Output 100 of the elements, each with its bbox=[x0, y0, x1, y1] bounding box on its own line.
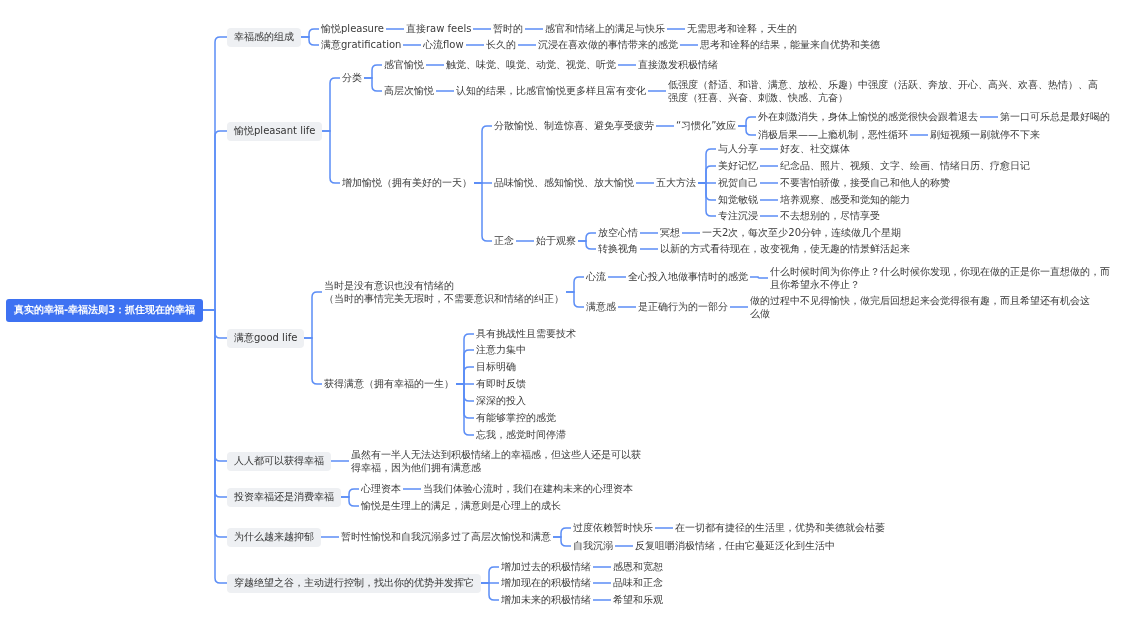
subtopic-label: 刷短视频一刷就停不下来 bbox=[928, 129, 1042, 142]
subtopic-label: 外在刺激消失，身体上愉悦的感觉很快会跟着退去 bbox=[756, 111, 980, 124]
connector-line bbox=[617, 64, 637, 66]
subtopic-label: 有即时反馈 bbox=[474, 378, 528, 391]
connector-line bbox=[647, 90, 667, 92]
connector-line bbox=[402, 44, 422, 46]
connector-line bbox=[697, 182, 717, 217]
connector-line bbox=[473, 182, 493, 242]
connector-line bbox=[679, 44, 699, 46]
subtopic-label: 在一切都有捷径的生活里，优势和美德就会枯萎 bbox=[673, 522, 887, 535]
topic-box: 人人都可以获得幸福 bbox=[227, 452, 331, 471]
connector-line bbox=[729, 306, 749, 308]
connector-line bbox=[759, 148, 779, 150]
connector-line bbox=[617, 306, 637, 308]
connector-line bbox=[425, 64, 445, 66]
connector-line bbox=[759, 182, 779, 184]
subtopic-label: 好友、社交媒体 bbox=[778, 143, 852, 156]
connector-line bbox=[979, 116, 999, 118]
subtopic-label: 获得满意（拥有幸福的一生） bbox=[322, 378, 456, 391]
connector-line bbox=[363, 77, 383, 92]
subtopic-label: 增加过去的积极情绪 bbox=[499, 561, 593, 574]
subtopic-label: 满意gratification bbox=[319, 39, 404, 52]
connector-line bbox=[385, 28, 405, 30]
subtopic-label: 什么时候时间为你停止？什么时候你发现，你现在做的正是你一直想做的，而且你希望永不停止？ bbox=[768, 266, 1113, 291]
subtopic-label: 希望和乐观 bbox=[611, 594, 665, 607]
subtopic-label: 长久的 bbox=[484, 39, 518, 52]
connector-line bbox=[472, 28, 492, 30]
connector-line bbox=[759, 199, 779, 201]
connector-line bbox=[517, 44, 537, 46]
subtopic-label: 认知的结果，比感官愉悦更多样且富有变化 bbox=[454, 85, 648, 98]
subtopic-label: 反复咀嚼消极情绪，任由它蔓延泛化到生活中 bbox=[633, 540, 837, 553]
connector-line bbox=[909, 134, 929, 136]
subtopic-label: 放空心情 bbox=[596, 227, 640, 240]
subtopic-label: 始于观察 bbox=[534, 235, 578, 248]
subtopic-label: 一天2次，每次至少20分钟，连续做几个星期 bbox=[700, 227, 904, 240]
central-topic-box: 真实的幸福-幸福法则3：抓住现在的幸福 bbox=[6, 299, 204, 322]
connector-line bbox=[303, 337, 323, 385]
subtopic-label: 满意感 bbox=[584, 301, 618, 314]
connector-line bbox=[321, 130, 341, 184]
subtopic-label: 正念 bbox=[492, 235, 516, 248]
topic-box: 为什么越来越抑郁 bbox=[227, 528, 321, 547]
subtopic-label: 感官愉悦 bbox=[382, 59, 426, 72]
subtopic-label: 直接激发积极情绪 bbox=[636, 59, 720, 72]
subtopic-label: 全心投入地做事情时的感觉 bbox=[626, 271, 750, 284]
subtopic-label: 消极后果——上瘾机制，恶性循环 bbox=[756, 129, 910, 142]
subtopic-label: 做的过程中不见得愉快，做完后回想起来会觉得很有趣，而且希望还有机会这么做 bbox=[748, 295, 1093, 320]
subtopic-label: 沉浸在喜欢做的事情带来的感觉 bbox=[536, 39, 680, 52]
subtopic-label: 品味愉悦、感知愉悦、放大愉悦 bbox=[492, 177, 636, 190]
subtopic-label: 以新的方式看待现在，改变视角，使无趣的情景鲜活起来 bbox=[658, 243, 912, 256]
subtopic-label: 暂时的 bbox=[491, 23, 525, 36]
subtopic-label: 愉悦是生理上的满足，满意则是心理上的成长 bbox=[359, 500, 563, 513]
subtopic-label: 具有挑战性且需要技术 bbox=[474, 328, 578, 341]
connector-line bbox=[552, 536, 572, 547]
connector-line bbox=[639, 248, 659, 250]
connector-line bbox=[607, 276, 627, 278]
subtopic-label: 愉悦pleasure bbox=[319, 23, 386, 36]
connector-line bbox=[465, 44, 485, 46]
connector-line bbox=[435, 90, 455, 92]
subtopic-label: 暂时性愉悦和自我沉溺多过了高层次愉悦和满意 bbox=[339, 531, 553, 544]
connector-line bbox=[759, 165, 779, 167]
connector-line bbox=[480, 582, 500, 601]
subtopic-label: 转换视角 bbox=[596, 243, 640, 256]
subtopic-label: “习惯化”效应 bbox=[674, 120, 739, 133]
subtopic-label: 培养观察、感受和觉知的能力 bbox=[778, 194, 912, 207]
connector-line bbox=[202, 309, 228, 584]
connector-line bbox=[737, 125, 757, 136]
subtopic-label: 不要害怕骄傲，接受自己和他人的称赞 bbox=[778, 177, 952, 190]
subtopic-label: 祝贺自己 bbox=[716, 177, 760, 190]
subtopic-label: 增加愉悦（拥有美好的一天） bbox=[340, 177, 474, 190]
subtopic-label: 感官和情绪上的满足与快乐 bbox=[543, 23, 667, 36]
subtopic-label: 增加未来的积极情绪 bbox=[499, 594, 593, 607]
connector-line bbox=[681, 232, 701, 234]
subtopic-label: 第一口可乐总是最好喝的 bbox=[998, 111, 1112, 124]
subtopic-label: 品味和正念 bbox=[611, 577, 665, 590]
subtopic-label: 高层次愉悦 bbox=[382, 85, 436, 98]
connector-line bbox=[592, 582, 612, 584]
subtopic-label: 不去想别的，尽情享受 bbox=[778, 210, 882, 223]
connector-line bbox=[639, 232, 659, 234]
subtopic-label: 美好记忆 bbox=[716, 160, 760, 173]
subtopic-label: 目标明确 bbox=[474, 361, 518, 374]
subtopic-label: 自我沉溺 bbox=[571, 540, 615, 553]
subtopic-label: 增加现在的积极情绪 bbox=[499, 577, 593, 590]
connector-line bbox=[592, 599, 612, 601]
subtopic-label: 注意力集中 bbox=[474, 344, 528, 357]
subtopic-label: 感恩和宽恕 bbox=[611, 561, 665, 574]
connector-line bbox=[749, 276, 769, 279]
connector-line bbox=[614, 545, 634, 547]
subtopic-label: 思考和诠释的结果，能量来自优势和美德 bbox=[698, 39, 882, 52]
subtopic-label: 低强度（舒适、和谐、满意、放松、乐趣）中强度（活跃、奔放、开心、高兴、欢喜、热情）、高强度（狂喜、兴奋、刺激、快感、亢奋） bbox=[666, 79, 1106, 104]
connector-line bbox=[635, 182, 655, 184]
topic-box: 穿越绝望之谷，主动进行控制，找出你的优势并发挥它 bbox=[227, 574, 481, 593]
subtopic-label: 分类 bbox=[340, 72, 364, 85]
connector-line bbox=[300, 36, 320, 46]
subtopic-label: 当我们体验心流时，我们在建构未来的心理资本 bbox=[421, 483, 635, 496]
connector-line bbox=[666, 28, 686, 30]
subtopic-label: 与人分享 bbox=[716, 143, 760, 156]
subtopic-label: 过度依赖暂时快乐 bbox=[571, 522, 655, 535]
connector-line bbox=[759, 215, 779, 217]
subtopic-label: 心流flow bbox=[421, 39, 466, 52]
subtopic-label: 冥想 bbox=[658, 227, 682, 240]
